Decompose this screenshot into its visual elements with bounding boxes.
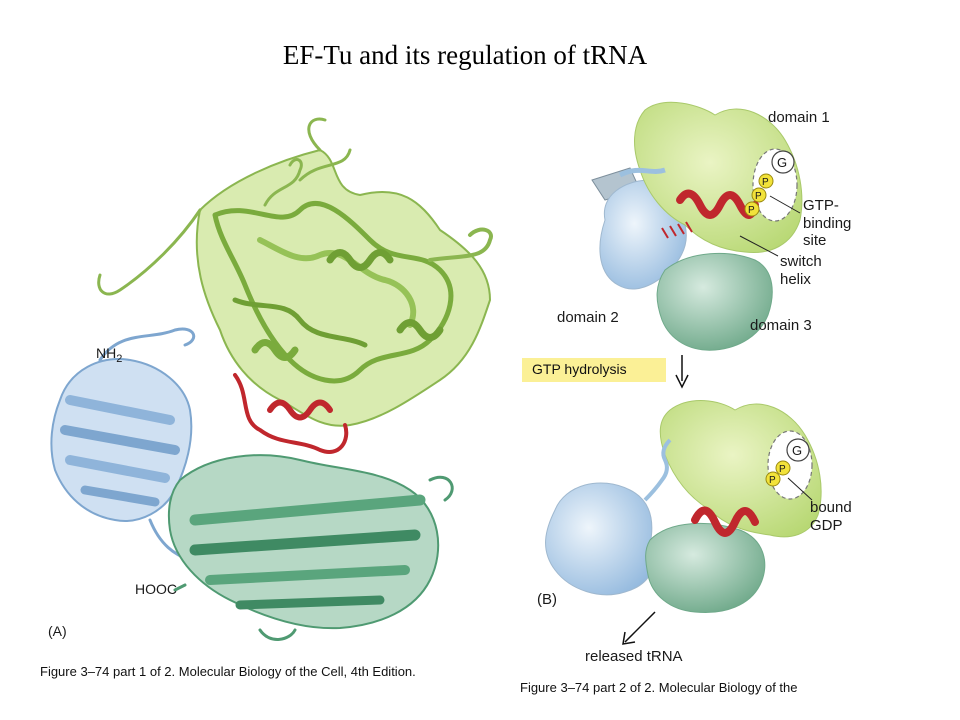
domain3-ribbon: [167, 454, 454, 641]
g-label: G: [792, 443, 802, 458]
domain3-label: domain 3: [750, 317, 812, 334]
contact-marks: [661, 221, 693, 239]
page-title: EF-Tu and its regulation of tRNA: [282, 40, 648, 70]
gtp-binding-label-1: GTP-: [803, 197, 839, 214]
p-label: P: [779, 464, 786, 475]
panel-a-label: (A): [48, 623, 67, 639]
phosphate-1: [758, 173, 774, 189]
schematic-bottom-gdp: G P P bound GDP (B) released tRNA: [537, 400, 852, 665]
hooc-label: HOOC: [135, 581, 177, 597]
domain3-shape-bottom: [645, 522, 766, 614]
switch-helix-label-1: switch: [780, 253, 822, 270]
domain3-shape: [656, 252, 773, 351]
released-trna-label: released tRNA: [585, 648, 683, 665]
gtp-leader: [769, 195, 801, 214]
switch-helix-relaxed: [691, 506, 759, 537]
linker: [643, 438, 672, 502]
p-label: P: [755, 191, 762, 202]
bound-gdp-label-1: bound: [810, 499, 852, 516]
trna-strand: [618, 167, 666, 178]
release-arrow: [624, 611, 656, 643]
switch-helix: [676, 189, 759, 219]
switch-helix-label-2: helix: [780, 271, 811, 288]
hydrolysis-arrow: [675, 355, 689, 389]
phosphate-b2: [765, 471, 781, 487]
p-label: P: [769, 475, 776, 486]
nh2-label: NH2: [96, 345, 122, 365]
domain2-ribbon: [50, 327, 232, 562]
switch-leader: [739, 235, 779, 257]
p-label: P: [762, 177, 769, 188]
g-label: G: [777, 155, 787, 170]
gtp-binding-label-3: site: [803, 232, 826, 249]
bound-gdp-label-2: GDP: [810, 517, 843, 534]
ribbon-structure: NH2 HOOC (A): [48, 117, 493, 641]
domain2-shape-released: [545, 482, 655, 596]
caption-part-1: Figure 3–74 part 1 of 2. Molecular Biolo…: [40, 664, 416, 679]
hydrolysis-highlight: [522, 358, 666, 382]
gdp-leader: [787, 477, 813, 501]
release-arrowhead: [622, 631, 636, 645]
panel-b-label: (B): [537, 591, 557, 608]
caption-part-2: Figure 3–74 part 2 of 2. Molecular Biolo…: [520, 680, 798, 695]
domain1-label: domain 1: [768, 109, 830, 126]
domain1-ribbon: [97, 117, 493, 427]
guanosine-circle-bottom: [786, 438, 810, 462]
phosphate-b1: [775, 460, 791, 476]
gtp-hydrolysis-label: GTP hydrolysis: [532, 361, 627, 377]
guanosine-circle: [771, 150, 795, 174]
phosphate-3: [744, 201, 760, 217]
schematic-top-gtp: G P P P domain 1 GTP- binding site switc…: [557, 101, 851, 351]
domain2-label: domain 2: [557, 309, 619, 326]
switch-helix-ribbon: [233, 373, 349, 454]
phosphate-2: [751, 187, 767, 203]
domain1-shape: [634, 101, 803, 254]
p-label: P: [748, 205, 755, 216]
gtp-binding-label-2: binding: [803, 215, 851, 232]
